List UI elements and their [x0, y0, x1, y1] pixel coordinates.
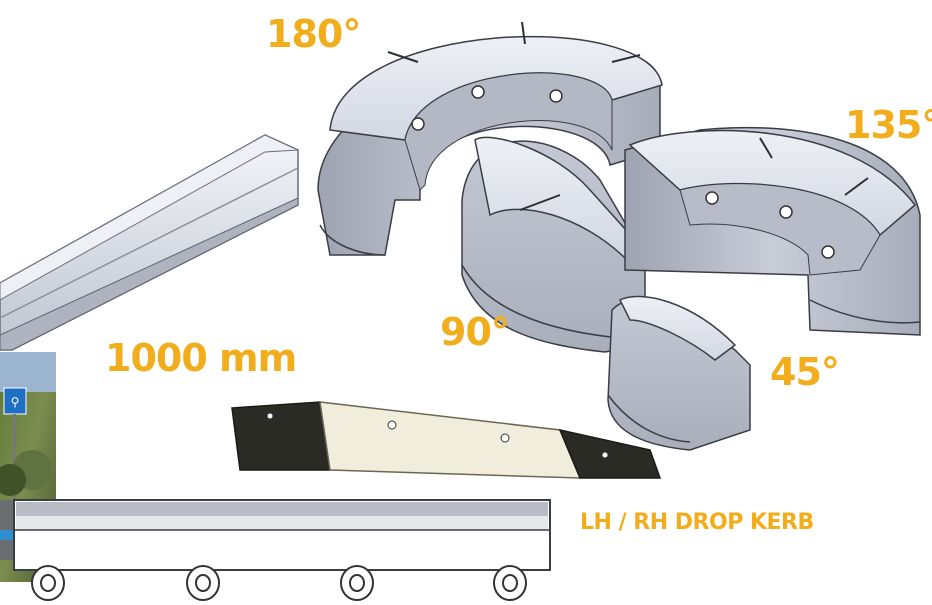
label-90-degree: 90° [440, 310, 510, 354]
drop-kerb-bar [13, 499, 551, 601]
kerb-45-degree [607, 295, 751, 451]
drop-kerb-wedge [231, 401, 662, 479]
svg-text:⚲: ⚲ [11, 395, 20, 409]
label-180-degree: 180° [266, 12, 361, 56]
kerb-135-degree [624, 126, 921, 336]
straight-kerb-1000mm [0, 134, 299, 351]
label-length: 1000 mm [105, 336, 297, 380]
label-drop-kerb: LH / RH DROP KERB [580, 510, 814, 535]
label-45-degree: 45° [770, 350, 840, 394]
kerb-180-degree [317, 21, 663, 256]
label-135-degree: 135° [845, 103, 932, 147]
